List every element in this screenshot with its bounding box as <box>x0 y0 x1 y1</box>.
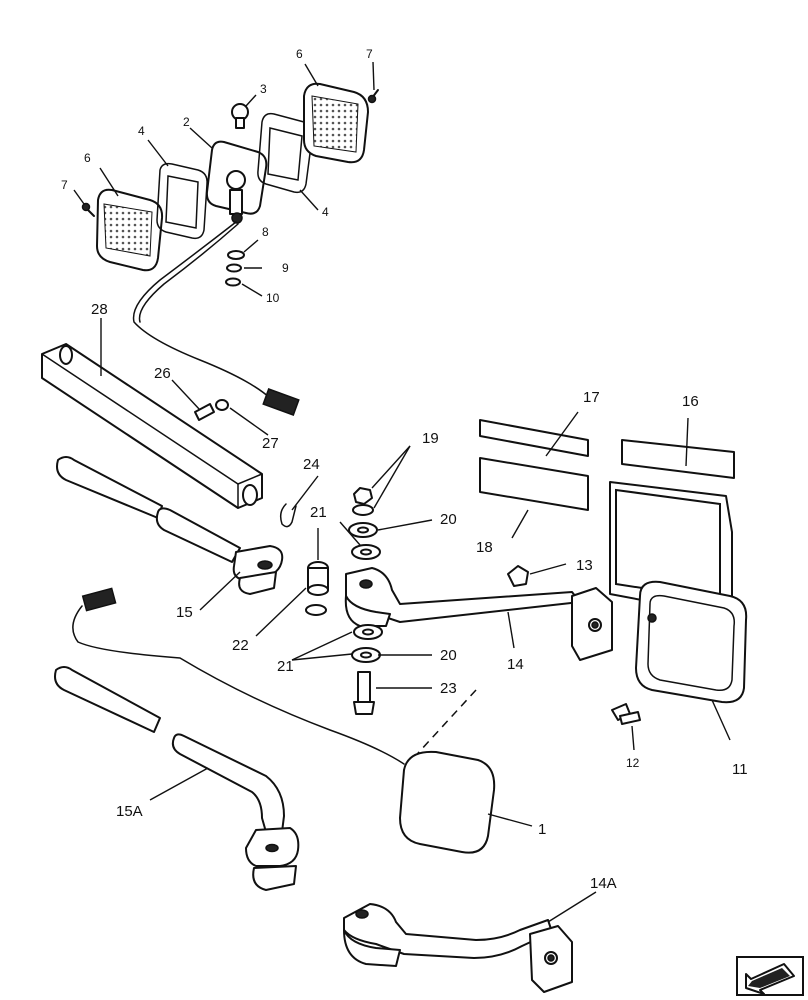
lamp-wire-harness <box>132 221 300 416</box>
callout-12: 12 <box>626 756 640 770</box>
lamp-lens-right <box>303 82 369 164</box>
jam-nut <box>215 399 229 411</box>
mirror-arm-lower <box>54 666 300 891</box>
mirror-bracket-arm-alt <box>343 903 573 993</box>
callout-20-upper: 20 <box>440 511 457 528</box>
cotter-pin <box>279 503 297 528</box>
callout-7-left: 7 <box>61 178 68 192</box>
callout-16: 16 <box>682 393 699 410</box>
lamp-screw-right <box>367 89 379 104</box>
callout-6-right: 6 <box>296 47 303 61</box>
callout-4-right: 4 <box>322 205 329 219</box>
assembly-line <box>407 689 477 765</box>
mirror-head-square <box>609 481 748 704</box>
callout-13: 13 <box>576 557 593 574</box>
callout-15a: 15A <box>116 803 143 820</box>
mirror-head-round <box>399 750 496 854</box>
callout-2: 2 <box>183 115 190 129</box>
lamp-gasket-right <box>257 112 314 194</box>
lamp-screw-left <box>81 202 95 217</box>
callout-28: 28 <box>91 301 108 318</box>
pivot-bolt <box>353 671 375 715</box>
callout-15: 15 <box>176 604 193 621</box>
callout-18: 18 <box>476 539 493 556</box>
lamp-bulb <box>231 103 249 129</box>
callout-7-right: 7 <box>366 47 373 61</box>
callout-17: 17 <box>583 389 600 406</box>
callout-9: 9 <box>282 261 289 275</box>
callout-8: 8 <box>262 225 269 239</box>
callout-23: 23 <box>440 680 457 697</box>
bolt-mirror-mount <box>611 703 641 725</box>
callout-22: 22 <box>232 637 249 654</box>
mirror-glass-label-small <box>479 419 589 511</box>
callout-26: 26 <box>154 365 171 382</box>
callout-14: 14 <box>507 656 524 673</box>
callout-10: 10 <box>266 291 280 305</box>
mirror-arm-upper <box>56 456 284 595</box>
callout-27: 27 <box>262 435 279 452</box>
callout-1: 1 <box>538 821 546 838</box>
mirror-bracket-arm <box>344 567 613 661</box>
mounting-bar <box>41 343 263 509</box>
leader-lines <box>73 61 731 923</box>
callout-4-left: 4 <box>138 124 145 138</box>
callout-24: 24 <box>303 456 320 473</box>
callout-19: 19 <box>422 430 439 447</box>
washer-stack-upper <box>348 487 381 560</box>
lamp-base-plate <box>205 140 268 224</box>
callout-3: 3 <box>260 82 267 96</box>
set-screw <box>194 403 215 421</box>
spacer-bushing <box>305 561 329 616</box>
clip-nut <box>507 565 529 587</box>
callout-11: 11 <box>732 761 748 778</box>
mirror-wire-lower <box>72 587 405 765</box>
mirror-glass-label-large <box>621 439 735 479</box>
callout-20-lower: 20 <box>440 647 457 664</box>
callout-21-lower: 21 <box>277 658 294 675</box>
next-page-arrow-icon[interactable] <box>736 956 804 996</box>
washer-stack-lower <box>351 624 383 663</box>
callout-6-left: 6 <box>84 151 91 165</box>
lamp-gasket-left <box>156 162 208 240</box>
lamp-lens-left <box>96 188 164 272</box>
lamp-nut-washer-stack <box>225 250 245 287</box>
callout-14a: 14A <box>590 875 617 892</box>
callout-21-upper: 21 <box>310 504 327 521</box>
